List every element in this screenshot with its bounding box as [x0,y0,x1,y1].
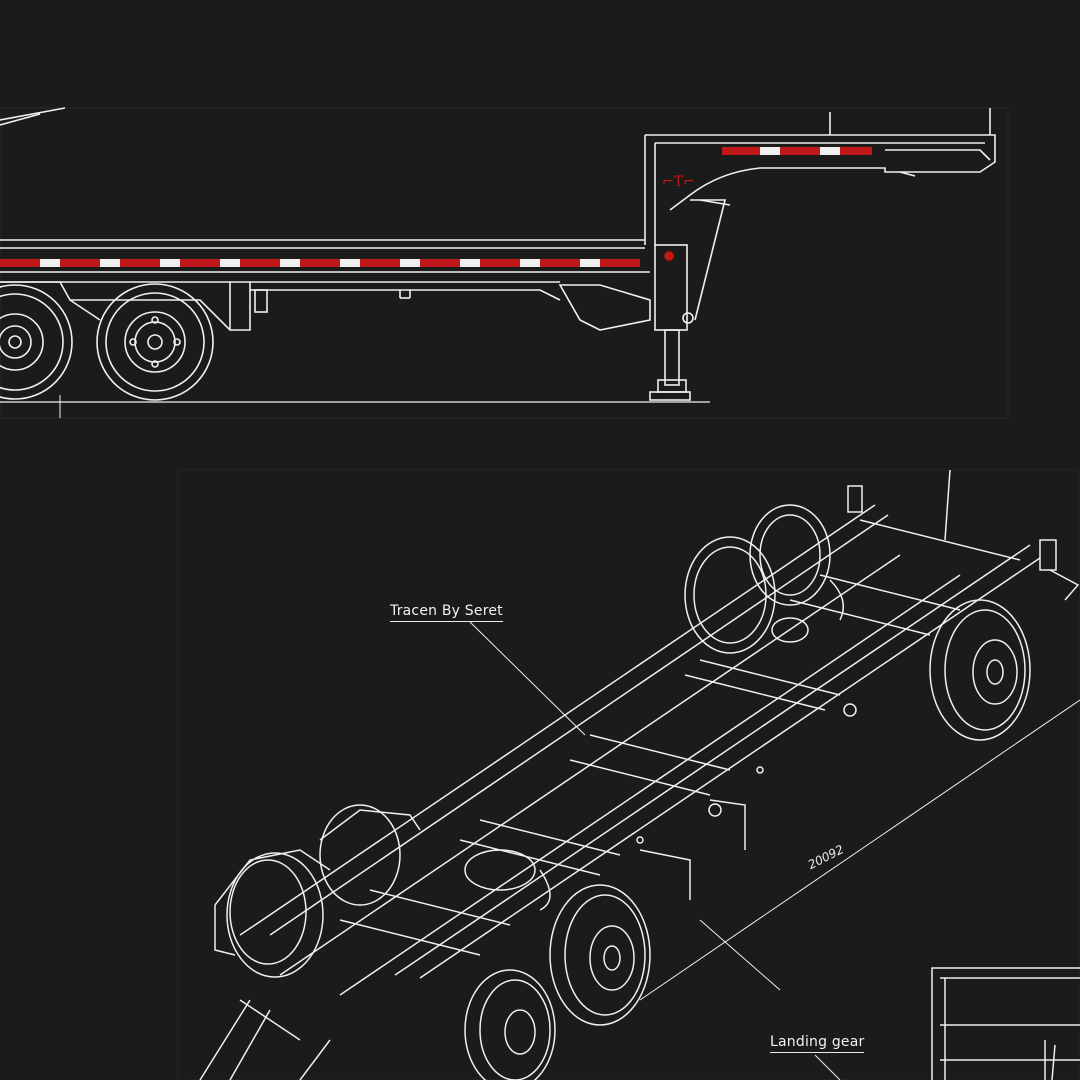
gooseneck-reflector-strip [722,147,872,155]
rail-right [394,544,1031,976]
deck-reflector-strip [0,259,640,267]
chassis-isometric-view [177,469,1080,1080]
suspension [0,281,268,331]
trailer-side-view: ⌐T⌐ [0,107,1009,419]
callout-top-leader [469,621,586,736]
callout-landing-gear-label: Landing gear [770,1034,865,1053]
rail-left [239,504,876,936]
svg-text:⌐T⌐: ⌐T⌐ [662,174,695,190]
rear-wheel-2 [96,283,214,401]
rear-tandem-wheels [684,504,1031,741]
front-tandem-wheels [226,804,651,1080]
inset-detail-box [931,967,1080,1080]
main-deck [0,239,650,301]
dimension-line [639,699,1080,1001]
gooseneck [644,108,996,245]
callout-top-label: Tracen By Seret [390,603,503,622]
rear-wheel-1 [0,284,73,400]
landing-gear-side [558,199,731,401]
